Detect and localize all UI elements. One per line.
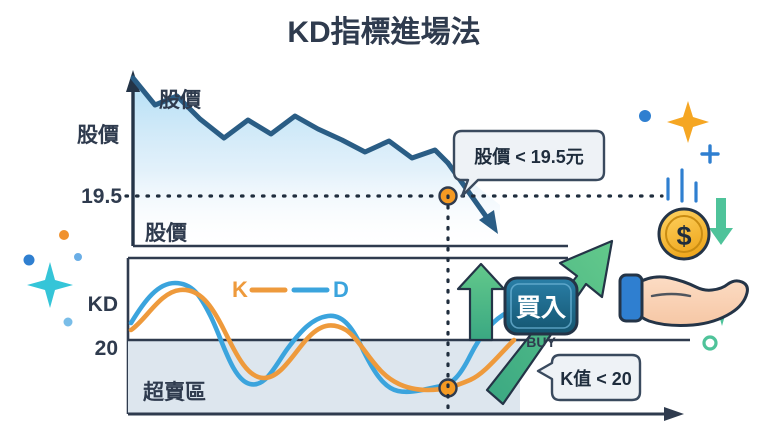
buy-button-sublabel: BUY xyxy=(526,334,556,350)
buy-button-label: 買入 xyxy=(516,294,566,322)
coin-dollar-symbol: $ xyxy=(676,221,691,251)
cyan-sparkle-icon xyxy=(27,262,73,308)
kd-callout-bubble[interactable]: K值 < 20 xyxy=(536,353,642,402)
kd-legend-d-label: D xyxy=(333,277,349,302)
bar-lines-icon xyxy=(666,168,698,203)
orange-sparkle-icon xyxy=(667,101,709,143)
price-chart-panel: 股價 19.5 股價 股價 xyxy=(77,70,664,248)
price-panel-label: 股價 xyxy=(145,222,188,245)
hand-icon xyxy=(618,273,749,327)
price-callout-text: 股價 < 19.5元 xyxy=(473,146,584,167)
green-small-arrow-icon xyxy=(456,262,506,342)
kd-threshold-label: 20 xyxy=(95,337,118,360)
blue-dot-icon xyxy=(23,254,35,266)
blue-plus-icon xyxy=(700,144,720,164)
page-title: KD指標進場法 xyxy=(287,16,480,49)
kd-legend-k-label: K xyxy=(232,277,248,302)
price-series-label: 股價 xyxy=(159,89,202,112)
blue-dot-icon xyxy=(639,110,651,122)
price-callout-bubble[interactable]: 股價 < 19.5元 xyxy=(452,129,606,198)
kd-callout-text: K值 < 20 xyxy=(560,368,632,389)
green-ring-icon xyxy=(702,335,718,351)
oversold-zone-label: 超賣區 xyxy=(143,381,206,404)
orange-dot-icon xyxy=(59,230,69,240)
buy-button[interactable]: 買入 BUY xyxy=(503,276,579,350)
gold-coin-icon: $ xyxy=(657,207,711,261)
kd-x-axis-arrowhead xyxy=(664,407,684,421)
small-blue-dot-icon xyxy=(63,317,73,327)
kd-legend: K D xyxy=(232,277,349,302)
green-down-arrow-icon xyxy=(709,198,733,245)
hand-sleeve xyxy=(618,273,644,323)
kd-y-axis-label: KD xyxy=(88,293,118,316)
price-threshold-label: 19.5 xyxy=(81,185,122,208)
left-decorations xyxy=(23,230,82,327)
price-arrowhead xyxy=(479,210,498,234)
price-y-axis-label: 股價 xyxy=(77,124,120,147)
light-blue-dot-icon xyxy=(74,253,82,261)
price-area-fill xyxy=(133,78,500,246)
price-line xyxy=(130,75,451,166)
